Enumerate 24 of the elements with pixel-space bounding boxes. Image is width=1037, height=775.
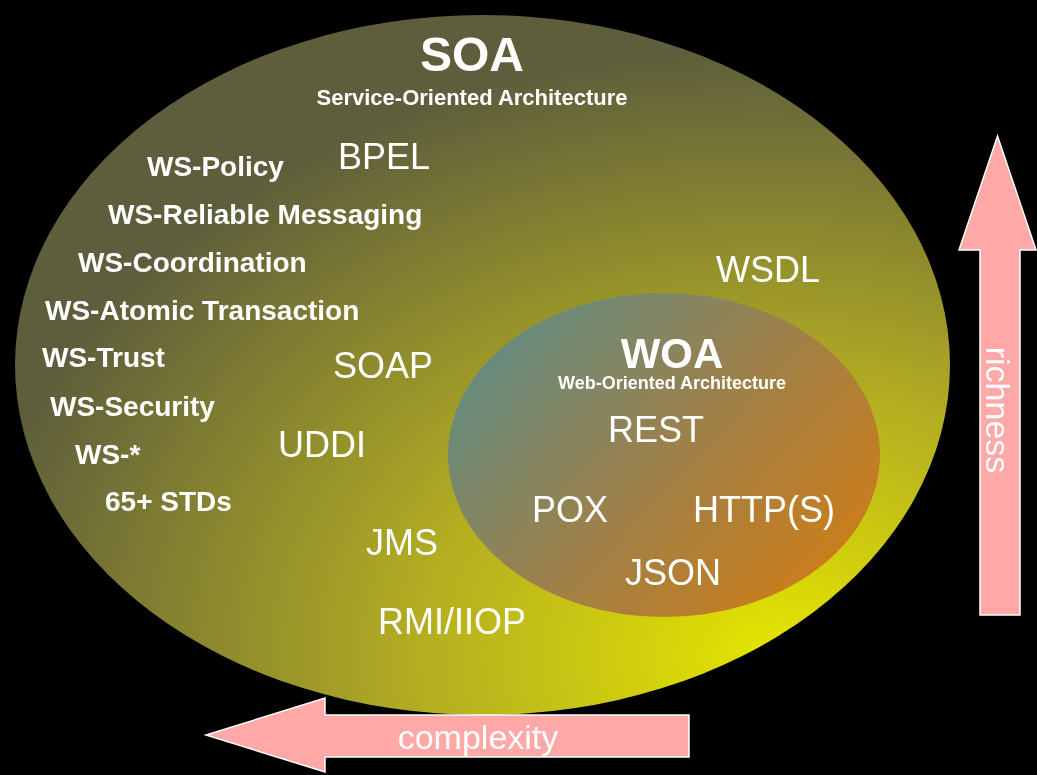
technology-label: POX xyxy=(532,490,609,530)
ellipse-subtitle: Service-Oriented Architecture xyxy=(316,85,628,111)
standard-label: WS-Trust xyxy=(42,342,165,374)
ellipse-title: WOA xyxy=(620,330,724,377)
technology-label: WSDL xyxy=(716,250,820,290)
standard-label: WS-Reliable Messaging xyxy=(108,199,423,231)
technology-label: BPEL xyxy=(338,137,431,177)
technology-label: JSON xyxy=(625,553,721,593)
technology-label: SOAP xyxy=(333,346,434,386)
standard-label: WS-Security xyxy=(50,391,215,423)
standard-label: WS-* xyxy=(75,439,141,471)
standard-label: WS-Atomic Transaction xyxy=(45,295,360,327)
technology-label: HTTP(S) xyxy=(693,490,835,530)
standard-label: WS-Coordination xyxy=(78,247,307,279)
technology-label: JMS xyxy=(366,523,438,563)
standard-label: WS-Policy xyxy=(147,151,284,183)
arrow-label: complexity xyxy=(397,719,559,757)
technology-label: REST xyxy=(608,410,704,450)
technology-label: RMI/IIOP xyxy=(378,602,526,642)
ellipse-subtitle: Web-Oriented Architecture xyxy=(558,374,786,394)
technology-label: UDDI xyxy=(278,425,366,465)
arrow-label: richness xyxy=(978,346,1016,474)
ellipse-title: SOA xyxy=(420,28,524,82)
standard-label: 65+ STDs xyxy=(105,486,232,518)
